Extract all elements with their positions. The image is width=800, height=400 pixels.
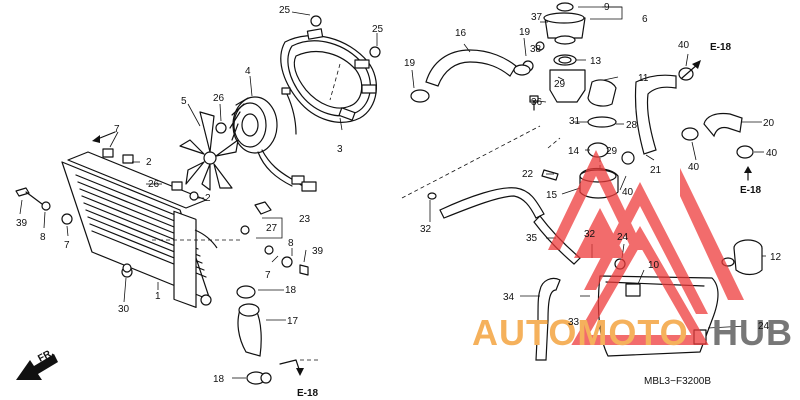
callout-8: 8: [288, 238, 294, 249]
callout-23: 23: [299, 214, 311, 225]
fasteners-left: [15, 122, 309, 276]
leader-lines: [19, 6, 766, 379]
callout-4: 4: [245, 66, 251, 77]
callout-32: 32: [420, 224, 432, 235]
callout-22: 22: [522, 169, 534, 180]
fan-blades: [179, 111, 239, 191]
callout-24: 24: [617, 232, 629, 243]
callout-16: 16: [455, 28, 467, 39]
callout-13: 13: [590, 56, 602, 67]
callout-20: 20: [763, 118, 775, 129]
fan-shroud: [280, 15, 381, 123]
callout-40: 40: [688, 162, 700, 173]
callout-3: 3: [337, 144, 343, 155]
callout-26: 26: [148, 179, 160, 190]
callout-35: 35: [526, 233, 538, 244]
lower-radiator-hose: [236, 285, 272, 385]
callout-6: 6: [642, 14, 648, 25]
callout-12: 12: [770, 252, 782, 263]
callout-15: 15: [546, 190, 558, 201]
callout-19: 19: [519, 27, 531, 38]
callout-39: 39: [16, 218, 28, 229]
callout-18: 18: [285, 285, 297, 296]
callout-40: 40: [766, 148, 778, 159]
watermark-text-main: AUTOMOTO: [472, 312, 689, 353]
callout-7: 7: [265, 270, 271, 281]
callout-27: 27: [266, 223, 278, 234]
callout-7: 7: [64, 240, 70, 251]
callout-1: 1: [155, 291, 161, 302]
callout-8: 8: [40, 232, 46, 243]
callout-14: 14: [568, 146, 580, 157]
callout-26: 26: [213, 93, 225, 104]
callout-29: 29: [554, 79, 566, 90]
callout-10: 10: [648, 260, 660, 271]
callout-38: 38: [530, 44, 542, 55]
callout-19: 19: [404, 58, 416, 69]
ref-arrows: [92, 60, 752, 376]
watermark-logo: [548, 150, 744, 345]
callout-25: 25: [372, 24, 384, 35]
ref-e18-top: E-18: [710, 42, 732, 53]
callout-21: 21: [650, 165, 662, 176]
callout-40: 40: [678, 40, 690, 51]
callout-2: 2: [146, 157, 152, 168]
front-direction-arrow: FR.: [16, 347, 58, 380]
callout-28: 28: [626, 120, 638, 131]
callout-32: 32: [584, 229, 596, 240]
callout-labels: 25 25 4 5 26 7 2 26 2 3 39 8 7 23 27 8 3…: [16, 2, 782, 399]
ref-e18-right: E-18: [740, 185, 762, 196]
upper-hose: [410, 49, 531, 103]
callout-2: 2: [205, 193, 211, 204]
radiator-cap-assy: [522, 2, 617, 128]
callout-31: 31: [569, 116, 581, 127]
callout-5: 5: [181, 96, 187, 107]
callout-11: 11: [638, 73, 649, 84]
callout-34: 34: [503, 292, 515, 303]
callout-17: 17: [287, 316, 299, 327]
callout-33: 33: [568, 317, 580, 328]
callout-29: 29: [606, 146, 618, 157]
callout-40: 40: [622, 187, 634, 198]
callout-9: 9: [604, 2, 610, 13]
callout-7: 7: [114, 124, 120, 135]
callout-25: 25: [279, 5, 291, 16]
hose-34: [535, 277, 561, 361]
ref-e18-bottom: E-18: [297, 388, 319, 399]
fan-motor: [229, 87, 317, 192]
watermark-text-hub: HUB: [712, 312, 793, 353]
callout-37: 37: [531, 12, 543, 23]
bypass-hose: [427, 187, 581, 265]
callout-18: 18: [213, 374, 225, 385]
callout-30: 30: [118, 304, 130, 315]
callout-24: 24: [758, 321, 770, 332]
radiator: [61, 151, 218, 308]
diagram-code: MBL3−F3200B: [644, 376, 711, 387]
hose-20: [681, 112, 754, 159]
callout-39: 39: [312, 246, 324, 257]
callout-36: 36: [531, 97, 543, 108]
